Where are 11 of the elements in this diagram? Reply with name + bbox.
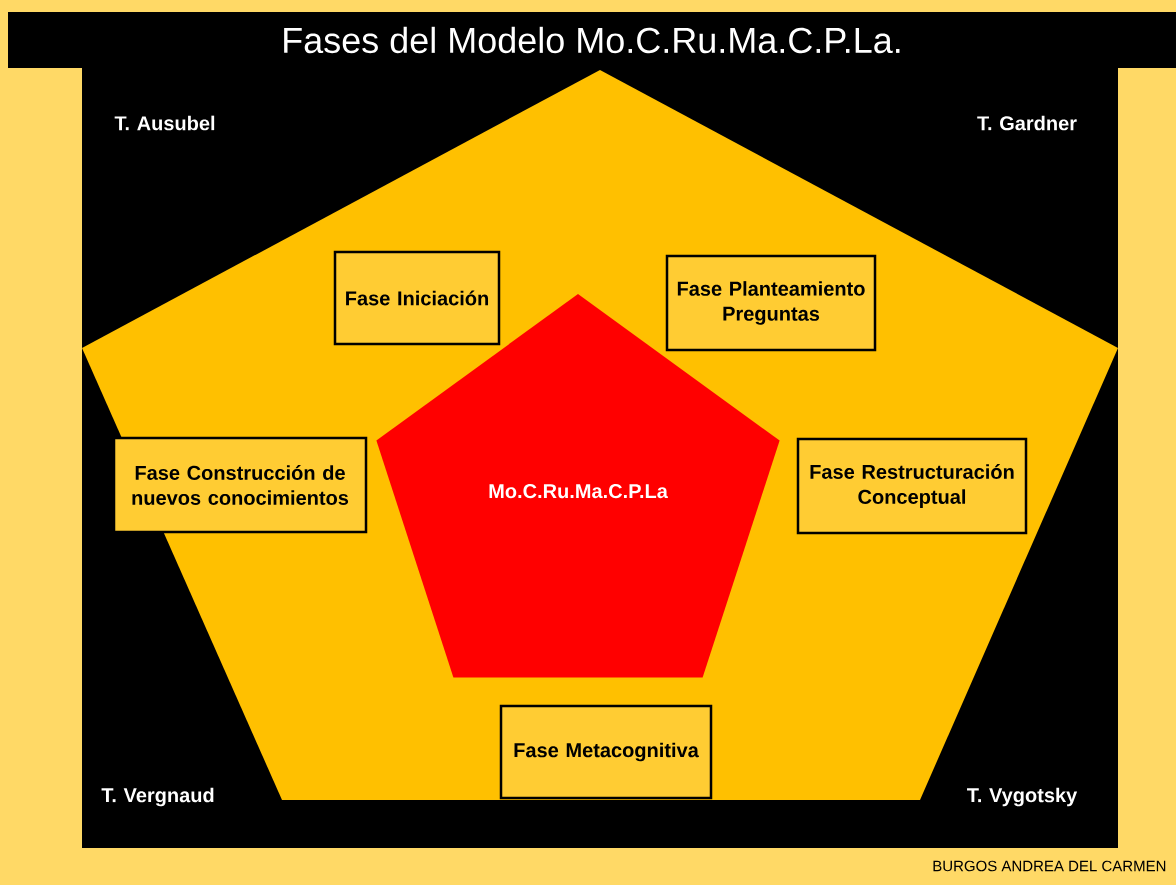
author-label: T. Ausubel	[114, 115, 215, 131]
author-credit: BURGOS ANDREA DEL CARMEN	[933, 860, 1166, 872]
title-bar: Fases del Modelo Mo.C.Ru.Ma.C.P.La.	[8, 12, 1176, 68]
phase-box: Fase Metacognitiva	[499, 704, 713, 800]
phase-box: Fase Restructuración Conceptual	[796, 437, 1028, 535]
phase-box: Fase Planteamiento Preguntas	[665, 254, 877, 352]
phase-box: Fase Construcción de nuevos conocimientos	[112, 436, 368, 534]
author-label: T. Vergnaud	[101, 787, 214, 807]
author-label: T. Vygotsky	[967, 787, 1078, 807]
author-label: T. Gardner	[977, 115, 1077, 131]
phase-box: Fase Iniciación	[333, 250, 501, 346]
